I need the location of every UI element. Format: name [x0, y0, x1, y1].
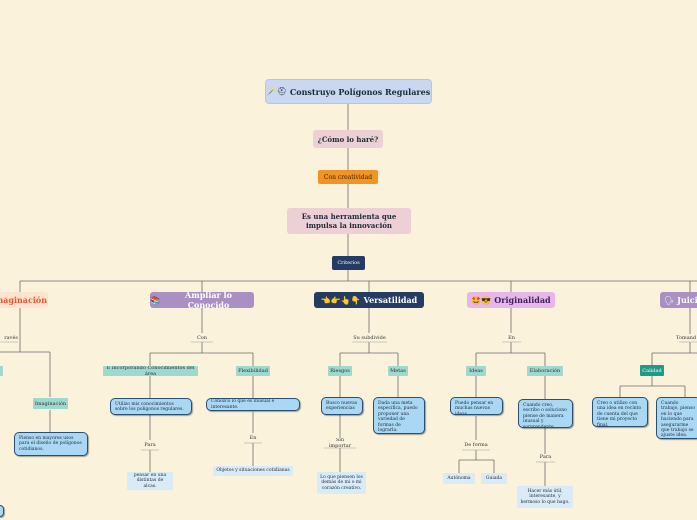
wand-helmet-icon: 🪄⛑ — [266, 87, 287, 96]
elaboracion-node[interactable]: Elaboración — [527, 366, 563, 376]
riesgos-text[interactable]: Busco nuevas experiencias — [321, 397, 363, 415]
orig-de-forma: De forma — [464, 442, 488, 448]
imag-side-stub[interactable] — [0, 366, 3, 376]
incorporando-node[interactable]: E incorporando Conocimientos del área — [103, 366, 198, 376]
guiada-node[interactable]: Guiada — [481, 473, 507, 484]
flexibilidad-node[interactable]: Flexibilidad — [236, 366, 270, 376]
elaboracion-text[interactable]: Cuando creo, escribo o soluciono piense … — [518, 399, 573, 428]
orig-para-text[interactable]: Hacer más útil, interesante, y hermoso l… — [517, 486, 573, 508]
branch-ampliar[interactable]: 📚 Ampliar lo Conocido — [150, 292, 254, 308]
branch-imaginacion[interactable]: Imaginación — [0, 292, 48, 308]
branch-originalidad-label: Originalidad — [494, 295, 551, 305]
ampl-en-text[interactable]: Objetos y situaciones cotidianas — [213, 466, 293, 476]
root-node[interactable]: 🪄⛑ Construyo Polígonos Regulares — [265, 79, 432, 104]
imaginacion-node[interactable]: Imaginación — [33, 398, 68, 409]
books-icon: 📚 — [150, 295, 160, 305]
como-node[interactable]: ¿Cómo lo haré? — [313, 130, 383, 148]
ampl-connector: Con — [196, 334, 208, 341]
pointing-hands-icon: 👈👉👆👇 — [320, 295, 361, 305]
herramienta-node[interactable]: Es una herramienta que impulsa la innova… — [287, 208, 411, 234]
juic-connector: Tomand — [676, 334, 697, 341]
ampl-en: En — [249, 435, 257, 441]
branch-versatilidad[interactable]: 👈👉👆👇 Versatilidad — [314, 292, 424, 308]
incorporando-text[interactable]: Utilizo mis conocimientos sobre los polí… — [110, 398, 192, 415]
branch-originalidad[interactable]: 🤩😎 Originalidad — [467, 292, 555, 308]
riesgos-node[interactable]: Riesgos — [328, 366, 352, 376]
speaking-head-icon: 🗣 — [664, 295, 675, 305]
con-creatividad-node[interactable]: Con creatividad — [318, 170, 378, 184]
orig-connector: En — [508, 334, 515, 341]
metas-node[interactable]: Metas — [388, 366, 408, 376]
imaginacion-text[interactable]: Pienso en mayores usos para el diseño de… — [14, 432, 88, 456]
branch-versatilidad-label: Versatilidad — [363, 295, 418, 305]
branch-juicio-label: Juici — [677, 295, 697, 305]
star-eyes-sunglasses-icon: 🤩😎 — [471, 295, 492, 305]
vers-connector: Su subdivide — [353, 334, 386, 341]
ampl-para: Para — [144, 442, 156, 448]
criterios-node[interactable]: Criterios — [332, 256, 365, 270]
calidad-node[interactable]: Calidad — [640, 365, 664, 376]
ampl-para-text[interactable]: pensar en una distintas de alcas. — [127, 472, 173, 490]
sin-importar-text[interactable]: Lo que piensen los demás de mi o mi cora… — [317, 472, 366, 494]
branch-imaginacion-label: Imaginación — [0, 295, 48, 305]
ideas-node[interactable]: Ideas — [466, 366, 486, 376]
metas-text[interactable]: Dada una meta específica, puedo proponer… — [373, 397, 425, 434]
vers-sin-importar: Sin importar — [328, 438, 352, 448]
branch-ampliar-label: Ampliar lo Conocido — [185, 292, 232, 308]
orig-para: Para — [539, 454, 552, 460]
ideas-text[interactable]: Puedo pensar en muchas nuevas ideas — [450, 397, 503, 415]
root-label: Construyo Polígonos Regulares — [289, 86, 431, 97]
imag-lower-stub[interactable] — [0, 505, 4, 517]
branch-juicio[interactable]: 🗣 Juici — [660, 292, 697, 308]
imag-connector: ravés — [4, 334, 18, 341]
flexibilidad-text[interactable]: Conozco lo que es inusual e interesante. — [206, 398, 300, 411]
calidad-text[interactable]: Creo o utilizo con una idea en recinto d… — [592, 397, 648, 427]
cuando-text[interactable]: Cuando trabajo, pienso en lo que haciend… — [656, 397, 697, 439]
autonoma-node[interactable]: Autónoma — [443, 473, 475, 484]
